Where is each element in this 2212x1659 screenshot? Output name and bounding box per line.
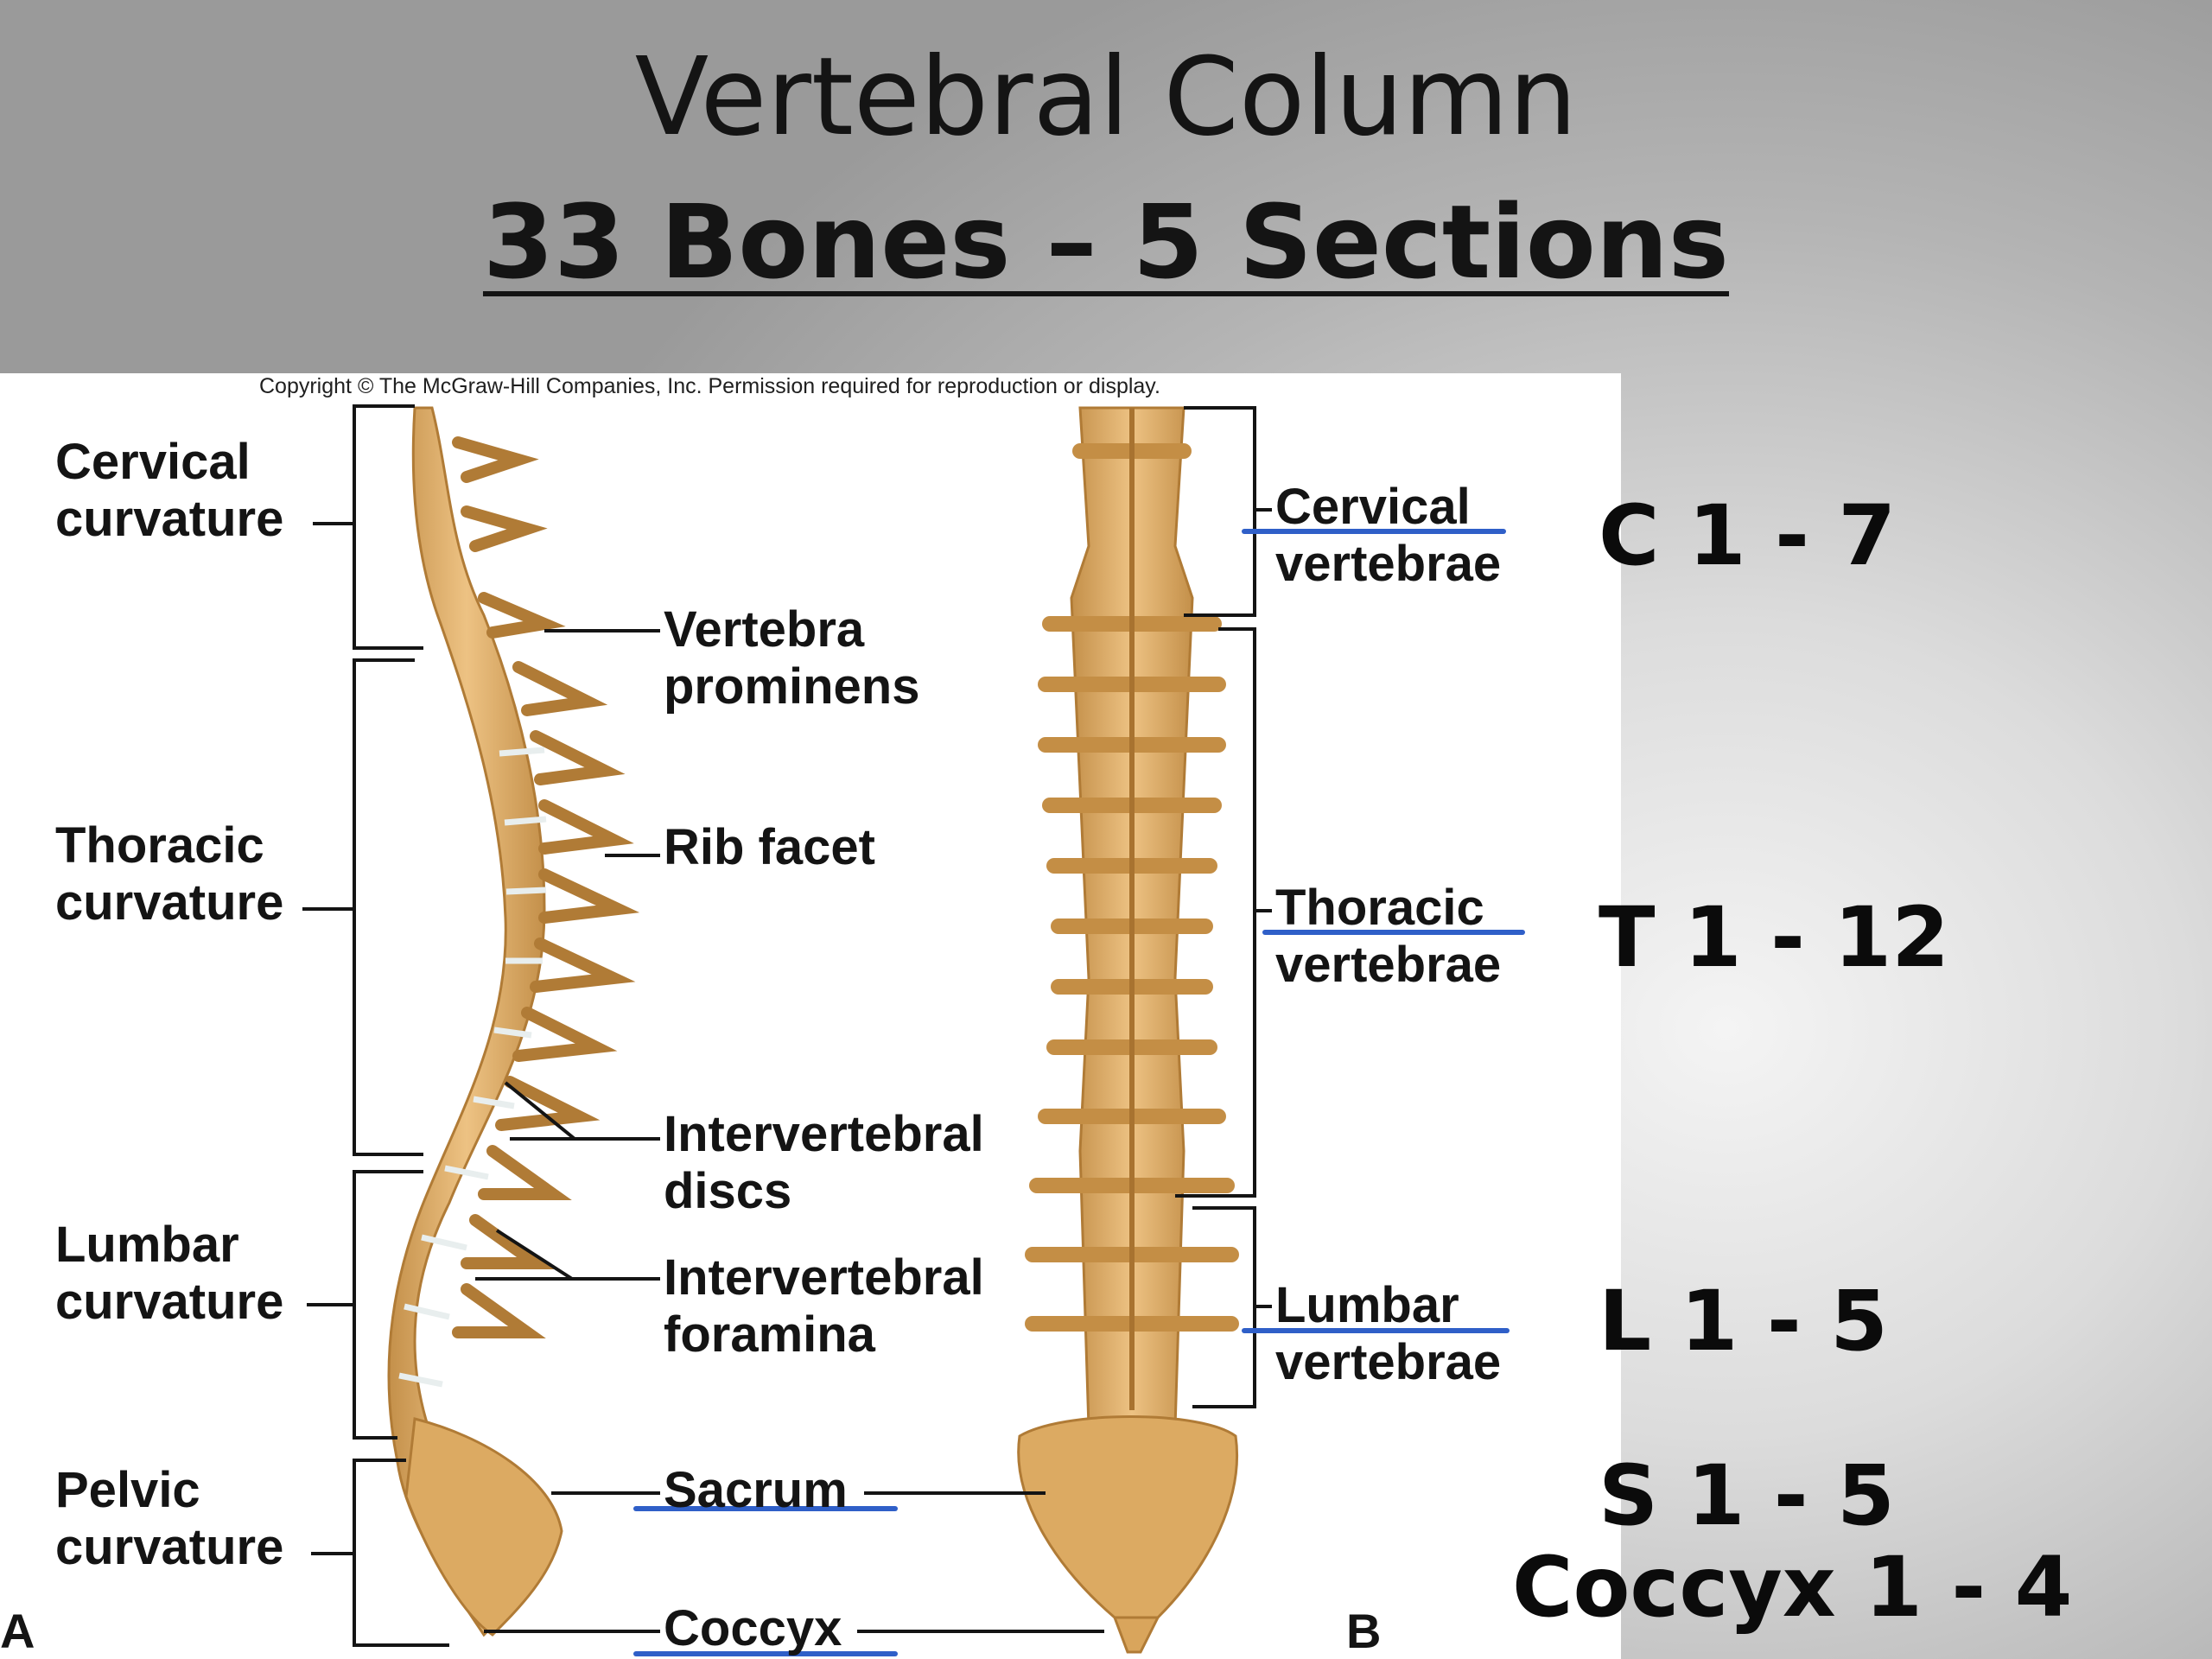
label-line: vertebrae [1275, 937, 1502, 993]
label-lumbar-vertebrae: Lumbar vertebrae [1275, 1277, 1501, 1391]
copyright-notice: Copyright © The McGraw-Hill Companies, I… [259, 374, 1160, 398]
count-coccyx: Coccyx 1 - 4 [1512, 1539, 2073, 1636]
label-line: Vertebra [664, 601, 865, 658]
label-line: Intervertebral [664, 1249, 984, 1306]
label-lumbar-curvature: Lumbar curvature [55, 1217, 283, 1331]
label-line: Pelvic [55, 1462, 200, 1518]
label-line: foramina [664, 1306, 875, 1363]
label-line: discs [664, 1163, 792, 1219]
label-cervical-curvature: Cervical curvature [55, 434, 283, 548]
posterior-coccyx [1112, 1616, 1160, 1654]
count-lumbar: L 1 - 5 [1599, 1273, 1888, 1370]
label-line: Intervertebral [664, 1106, 984, 1162]
lateral-sacrum [404, 1417, 563, 1637]
label-line: curvature [55, 1274, 284, 1330]
label-line: Lumbar [1275, 1277, 1459, 1333]
panel-letter-a: A [0, 1604, 35, 1658]
lateral-spine [387, 406, 640, 1637]
posterior-spine [1017, 406, 1239, 1654]
label-intervertebral-discs: Intervertebral discs [664, 1106, 984, 1220]
feature-leaders [475, 629, 1104, 1633]
label-line: Thoracic [55, 817, 264, 874]
label-line: Lumbar [55, 1217, 239, 1273]
posterior-sacrum [1017, 1415, 1238, 1619]
spine-illustration [302, 404, 1525, 1656]
label-line: Cervical [1275, 479, 1471, 535]
label-line: curvature [55, 874, 284, 931]
count-cervical: C 1 - 7 [1599, 487, 1897, 584]
lateral-spine-column [387, 406, 546, 1637]
label-coccyx: Coccyx [664, 1600, 842, 1656]
label-intervertebral-foramina: Intervertebral foramina [664, 1249, 984, 1363]
vertebrae-brackets [1175, 406, 1272, 1408]
label-sacrum: Sacrum [664, 1462, 848, 1518]
label-line: curvature [55, 1519, 284, 1575]
label-line: vertebrae [1275, 536, 1502, 592]
label-vertebra-prominens: Vertebra prominens [664, 601, 920, 715]
count-thoracic: T 1 - 12 [1599, 889, 1949, 986]
label-thoracic-vertebrae: Thoracic vertebrae [1275, 880, 1501, 994]
lateral-intervertebral-discs [398, 747, 547, 1388]
annotation-underlines [633, 529, 1525, 1656]
label-thoracic-curvature: Thoracic curvature [55, 817, 283, 931]
label-line: Thoracic [1275, 880, 1484, 936]
subtitle-text: 33 Bones – 5 Sections [482, 182, 1730, 302]
slide-subtitle: 33 Bones – 5 Sections [0, 181, 2212, 302]
label-line: curvature [55, 491, 284, 547]
lateral-spinous-processes [452, 436, 640, 1338]
label-line: vertebrae [1275, 1334, 1502, 1390]
panel-letter-b: B [1346, 1604, 1382, 1658]
label-line: Cervical [55, 434, 251, 490]
label-cervical-vertebrae: Cervical vertebrae [1275, 479, 1501, 593]
label-line: prominens [664, 658, 920, 715]
count-sacral: S 1 - 5 [1599, 1447, 1895, 1544]
spine-figure-panel: Copyright © The McGraw-Hill Companies, I… [0, 373, 1621, 1659]
label-rib-facet: Rib facet [664, 819, 875, 875]
curvature-brackets [302, 404, 449, 1647]
slide-title: Vertebral Column [634, 35, 1578, 160]
label-pelvic-curvature: Pelvic curvature [55, 1462, 283, 1576]
